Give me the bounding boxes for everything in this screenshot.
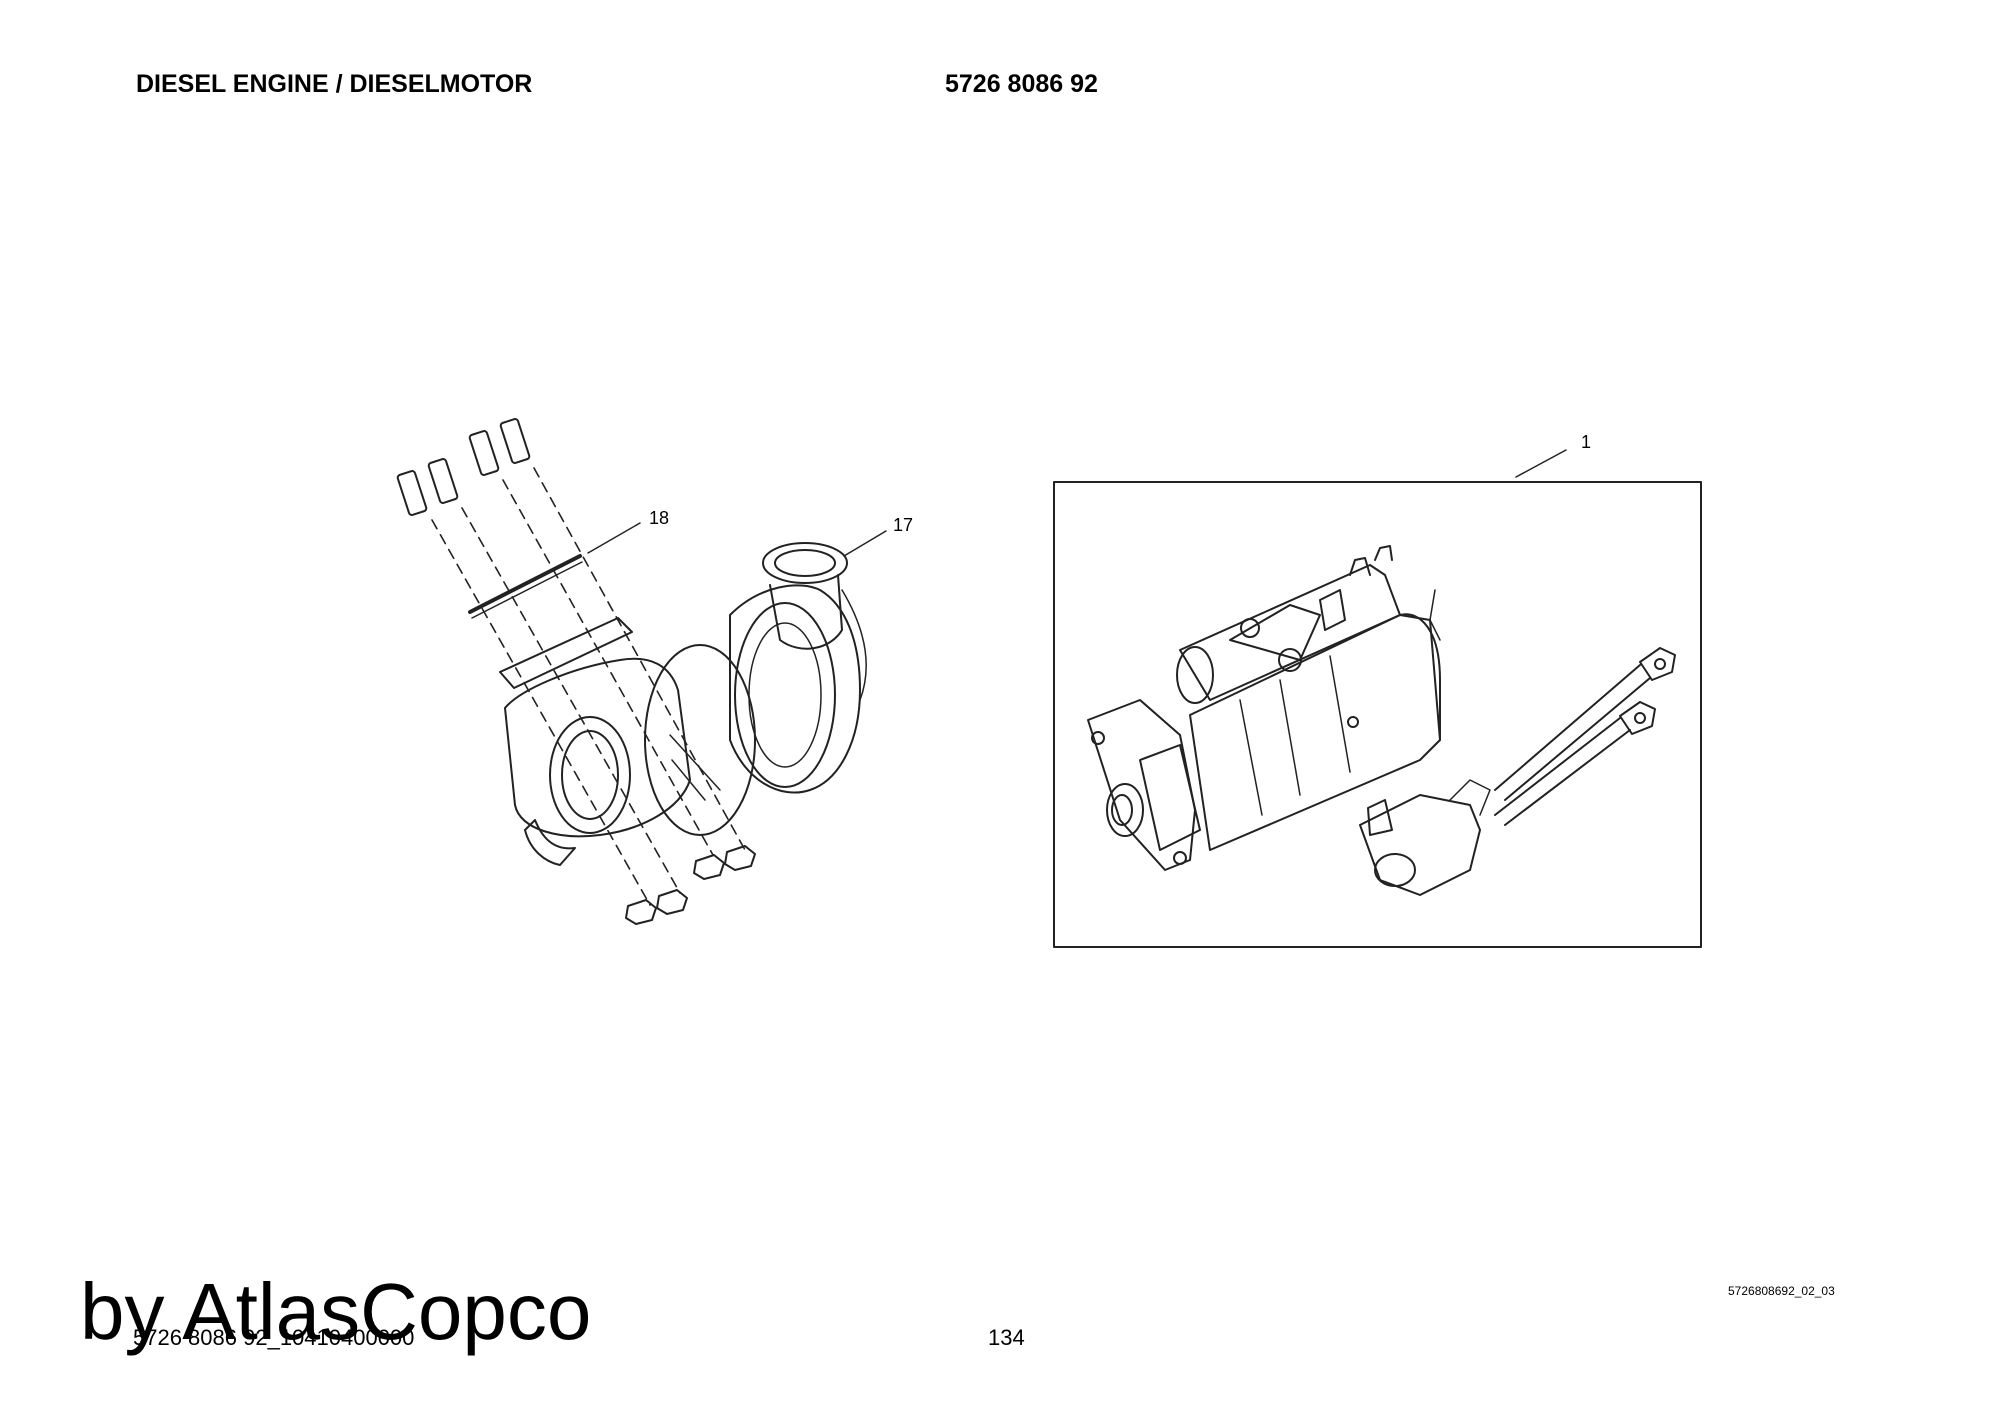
part-number: 5726 8086 92 bbox=[945, 70, 1098, 98]
starter-motor-illustration bbox=[1087, 545, 1676, 896]
leader-line-17 bbox=[843, 530, 887, 557]
nuts bbox=[625, 845, 756, 925]
gasket bbox=[468, 554, 583, 619]
turbocharger-illustration bbox=[396, 418, 867, 925]
watermark: by AtlasCopco bbox=[80, 1267, 592, 1356]
starter-detail-box bbox=[1053, 481, 1702, 948]
stud-bolts bbox=[396, 418, 531, 516]
callout-17: 17 bbox=[893, 515, 914, 535]
page-number: 134 bbox=[988, 1325, 1025, 1350]
page-title: DIESEL ENGINE / DIESELMOTOR bbox=[136, 70, 533, 98]
callout-1: 1 bbox=[1581, 432, 1592, 452]
assembly-lines bbox=[431, 467, 746, 906]
document-code: 5726 8086 92_10410400000 bbox=[133, 1325, 415, 1350]
leader-line-18 bbox=[587, 522, 641, 554]
leader-line-1 bbox=[1515, 449, 1567, 478]
callout-18: 18 bbox=[649, 508, 670, 528]
drawing-reference: 5726808692_02_03 bbox=[1728, 1284, 1835, 1298]
